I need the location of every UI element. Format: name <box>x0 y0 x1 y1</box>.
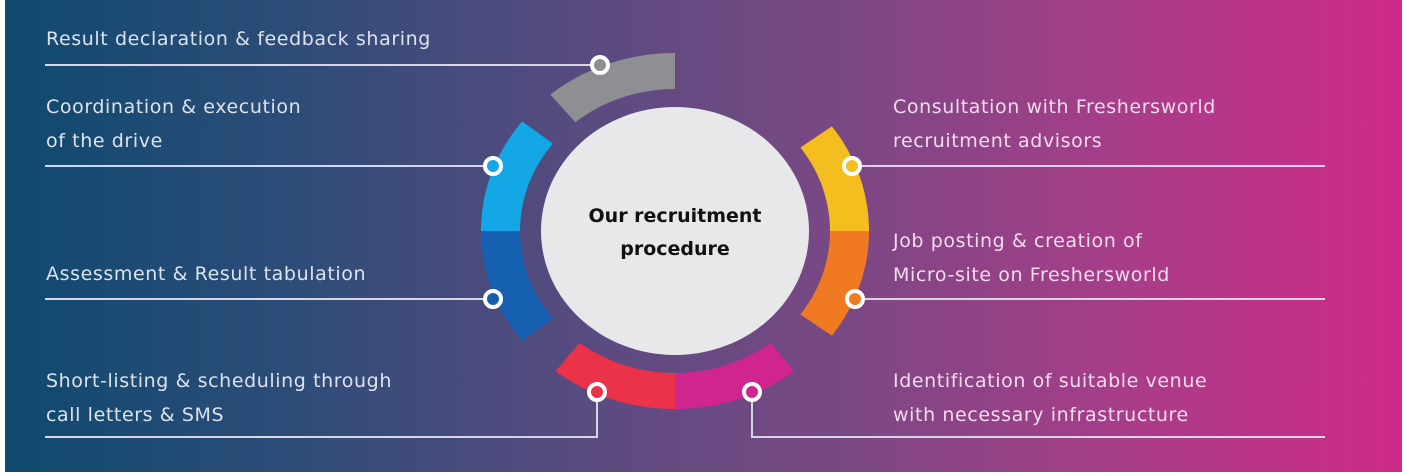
node-dot-identification <box>742 382 762 402</box>
ring-segment-identification <box>675 342 795 409</box>
line-short-listing <box>45 392 598 438</box>
line-identification <box>751 392 1325 438</box>
node-dot-coordination <box>483 156 503 176</box>
step-consultation: Consultation with Freshersworld recruitm… <box>893 96 1216 152</box>
center-title-line2: procedure <box>620 238 730 260</box>
step-identification: Identification of suitable venue with ne… <box>893 370 1208 426</box>
node-dot-job-posting <box>845 289 865 309</box>
ring-segment-job-posting <box>800 231 869 336</box>
step-job-posting: Job posting & creation of Micro-site on … <box>893 230 1170 286</box>
step-assessment: Assessment & Result tabulation <box>46 263 367 285</box>
node-dot-assessment <box>483 289 503 309</box>
node-dot-short-listing <box>587 382 607 402</box>
center-title-line1: Our recruitment <box>588 205 762 227</box>
node-dot-consultation <box>842 156 862 176</box>
step-coordination: Coordination & execution of the drive <box>46 96 302 152</box>
ring-segment-consultation <box>800 126 869 231</box>
center-title: Our recruitment procedure <box>545 200 805 266</box>
ring-segment-coordination <box>481 121 553 231</box>
center-circle <box>541 107 809 355</box>
ring-segment-assessment <box>481 231 553 341</box>
step-short-listing: Short-listing & scheduling through call … <box>46 370 392 426</box>
step-result-declaration: Result declaration & feedback sharing <box>46 28 431 50</box>
ring-segment-short-listing <box>555 342 675 409</box>
ring-segment-result <box>550 53 675 123</box>
node-dot-result <box>590 55 610 75</box>
